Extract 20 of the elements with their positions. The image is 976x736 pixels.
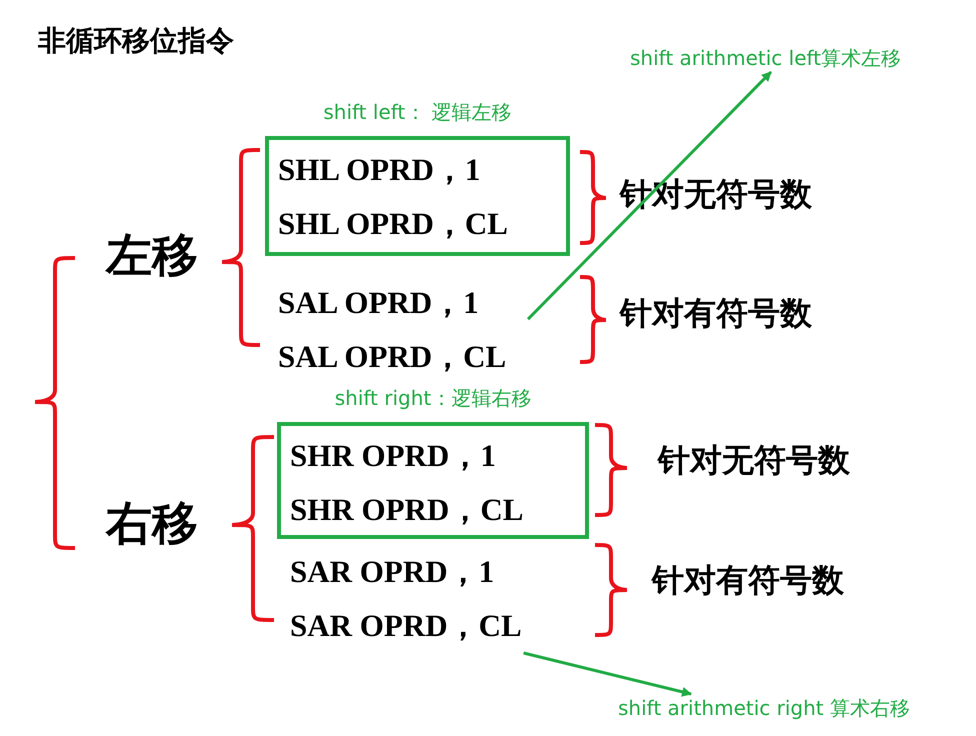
page-title: 非循环移位指令 (38, 23, 234, 59)
category-label: 针对有符号数 (620, 297, 812, 329)
annotation-text: shift right：逻辑右移 (334, 385, 532, 412)
instruction-text: SHL OPRD，CL (278, 205, 509, 243)
annotation-text: shift arithmetic right 算术右移 (618, 695, 910, 722)
instruction-text: SAR OPRD，CL (290, 607, 523, 645)
instruction-text: SHR OPRD，1 (290, 437, 497, 475)
instruction-text: SAL OPRD，CL (278, 338, 508, 376)
category-label: 右移 (106, 500, 198, 546)
arrow (526, 70, 772, 320)
annotation-text: shift arithmetic left算术左移 (630, 45, 902, 72)
instruction-text: SAR OPRD，1 (290, 553, 496, 591)
category-label: 针对无符号数 (658, 444, 850, 476)
instruction-text: SHR OPRD，CL (290, 491, 524, 529)
category-label: 左移 (106, 232, 198, 278)
instruction-text: SHL OPRD，1 (278, 151, 482, 189)
instruction-text: SAL OPRD，1 (278, 284, 480, 322)
arrow (523, 652, 692, 697)
category-label: 针对有符号数 (652, 564, 844, 596)
annotation-text: shift left： 逻辑左移 (323, 99, 512, 126)
